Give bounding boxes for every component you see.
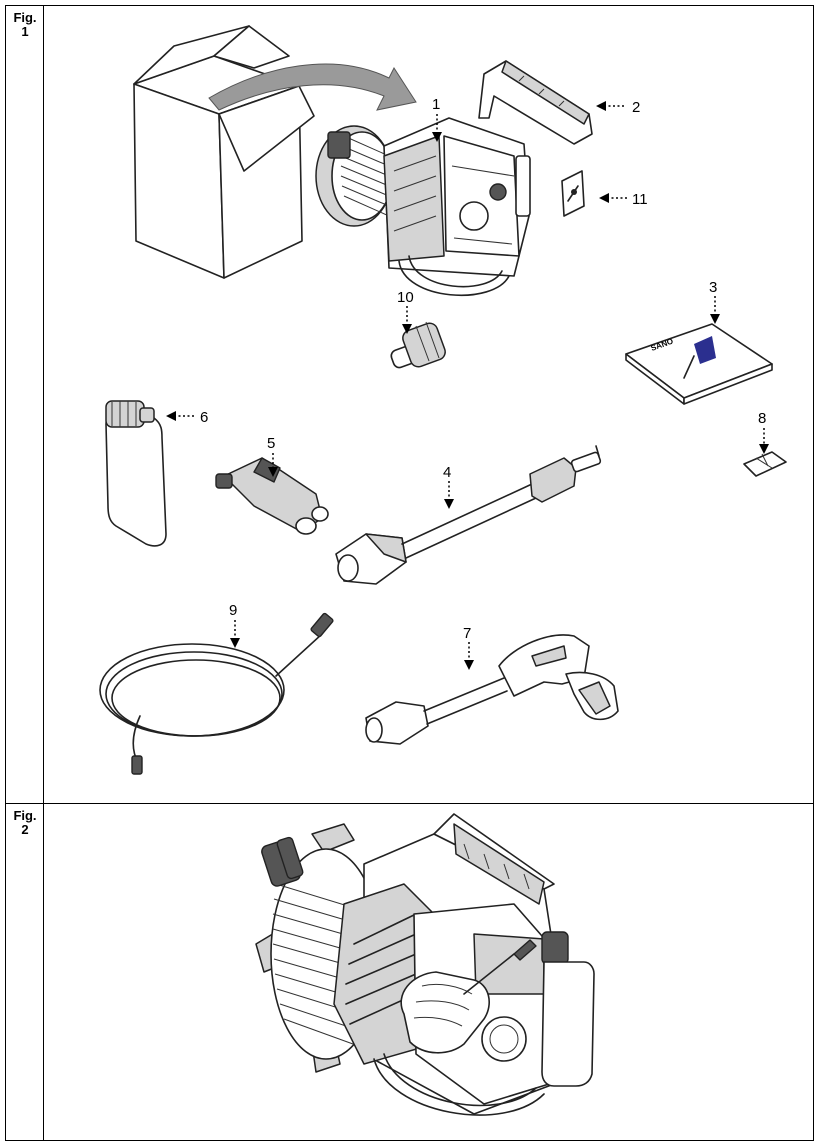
callout-10: 10 [397, 289, 414, 306]
callout-2: 2 [632, 99, 640, 116]
callout-8: 8 [758, 410, 766, 427]
callout-11: 11 [632, 191, 648, 208]
hose-icon [99, 612, 334, 775]
detergent-bottle-icon [105, 400, 167, 547]
figure-2-row: Fig. 2 [6, 804, 813, 1140]
figure-2-label: Fig. 2 [13, 808, 37, 837]
pressure-washer-unit-icon [315, 117, 531, 296]
figure-1-label: Fig. 1 [13, 10, 37, 39]
figure-2-artwork [44, 804, 813, 1140]
figure-1-drawing: SANO [99, 25, 787, 775]
spray-lance-icon [335, 445, 602, 585]
figure-1-artwork: SANO [44, 6, 813, 803]
pressure-washer-unit-icon [255, 813, 595, 1116]
callout-5: 5 [267, 435, 275, 452]
callout-7: 7 [463, 625, 471, 642]
figure-1-label-cell: Fig. 1 [6, 6, 44, 803]
handle-icon [478, 60, 593, 145]
callout-6: 6 [200, 409, 208, 426]
callout-4: 4 [443, 464, 451, 481]
figure-2-label-cell: Fig. 2 [6, 804, 44, 1140]
callout-3: 3 [709, 279, 717, 296]
manual-booklet-icon: SANO [625, 323, 773, 405]
hose-adapter-icon [390, 321, 446, 369]
parts-bag-icon [561, 170, 585, 217]
cardboard-box-icon [133, 25, 315, 279]
callout-leaders [166, 101, 769, 670]
figure-1-row: Fig. 1 [6, 6, 813, 804]
curved-arrow-icon [208, 63, 417, 111]
nozzle-icon [215, 457, 329, 535]
figure-2-drawing [255, 813, 595, 1116]
callout-1: 1 [432, 96, 440, 113]
screw-pack-icon [743, 451, 787, 477]
callout-9: 9 [229, 602, 237, 619]
spray-gun-icon [365, 634, 619, 745]
figure-sheet: Fig. 1 [5, 5, 814, 1141]
